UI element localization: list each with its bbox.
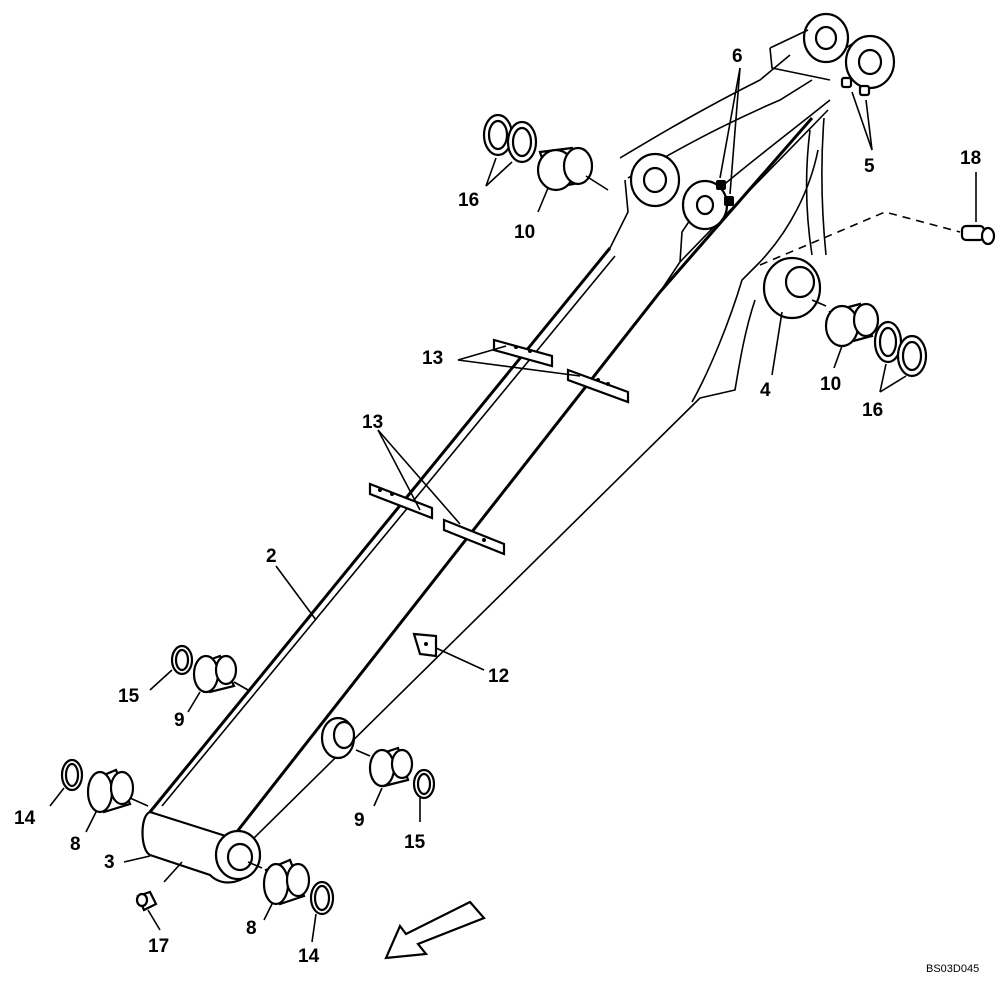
- callout-4: 4: [760, 380, 771, 401]
- callout-13-upper: 13: [422, 348, 443, 369]
- callout-16-upper: 16: [458, 190, 479, 211]
- bushing-part-8-upper: [85, 768, 149, 833]
- bushing-part-9-lower: [355, 746, 414, 807]
- arm-body: [148, 54, 831, 843]
- ring-part-15-upper: [149, 644, 194, 691]
- callout-6: 6: [732, 46, 743, 67]
- bushing-part-9-upper: [187, 654, 249, 713]
- wear-plate-part-13-upper: [457, 338, 630, 404]
- callout-17: 17: [148, 936, 169, 957]
- grease-nipple-part-17: [135, 890, 161, 931]
- plug-part-5: [840, 76, 873, 151]
- plug-part-6: [716, 67, 741, 206]
- ring-part-14-lower: [309, 880, 335, 943]
- ring-part-15-lower: [412, 768, 436, 822]
- bushing-part-10-lower: [811, 299, 880, 369]
- boss-leader-part-3b: [163, 861, 183, 883]
- top-pin-boss: [769, 12, 896, 90]
- front-direction-arrow: [384, 900, 486, 960]
- wear-plate-part-13-lower: [368, 429, 506, 556]
- callout-15-lower: 15: [404, 832, 426, 853]
- callout-18: 18: [960, 148, 981, 169]
- callout-9-upper: 9: [174, 710, 185, 731]
- callout-8-lower: 8: [246, 918, 257, 939]
- callout-9-lower: 9: [354, 810, 365, 831]
- callout-5: 5: [864, 156, 875, 177]
- callout-2: 2: [266, 546, 277, 567]
- mid-pin-boss: [629, 152, 729, 231]
- callout-10-lower: 10: [820, 374, 841, 395]
- grease-line-dashed: [759, 211, 961, 266]
- callout-13-lower: 13: [362, 412, 383, 433]
- callout-14-upper: 14: [14, 808, 36, 829]
- ring-part-14-upper: [49, 758, 84, 807]
- bracket-part-12: [412, 632, 485, 671]
- flange-part-4: [762, 256, 822, 376]
- bushing-part-10-upper: [536, 146, 609, 213]
- arm-leader-part-2: [275, 565, 317, 621]
- boss-leader-part-3: [123, 855, 151, 863]
- shim-part-16-lower: [873, 320, 928, 393]
- callout-14-lower: 14: [298, 946, 320, 967]
- bushing-part-8-lower: [247, 858, 311, 921]
- callout-10-upper: 10: [514, 222, 535, 243]
- grease-fitting-part-18: [960, 172, 996, 246]
- callout-8-upper: 8: [70, 834, 81, 855]
- ridge-boss: [320, 716, 356, 760]
- callout-12: 12: [488, 666, 509, 687]
- callout-16-lower: 16: [862, 400, 883, 421]
- bottom-boss: [141, 810, 262, 884]
- drawing-code: BS03D045: [926, 963, 979, 975]
- callout-15-upper: 15: [118, 686, 140, 707]
- shim-part-16-upper: [482, 113, 538, 187]
- callout-3: 3: [104, 852, 115, 873]
